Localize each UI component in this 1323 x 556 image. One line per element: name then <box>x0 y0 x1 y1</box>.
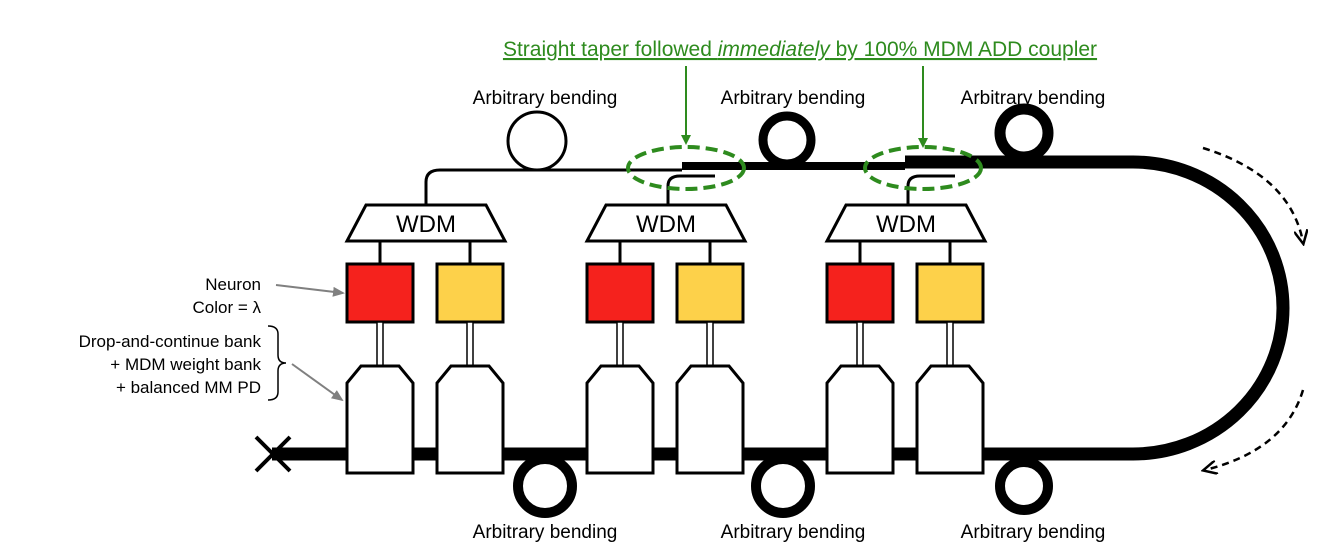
bank-legend-brace <box>267 325 287 401</box>
neuron-red-3 <box>825 262 895 324</box>
taper-annotation-suffix: by 100% MDM ADD coupler <box>830 38 1097 61</box>
bank-legend-arrow <box>291 363 344 402</box>
top-bending-label-3: Arbitrary bending <box>961 88 1106 109</box>
top-bus-thin <box>424 168 682 205</box>
flow-arrow-upper <box>1202 146 1303 242</box>
weight-bank-red-2 <box>585 364 655 475</box>
weight-bank-yellow-2 <box>675 364 745 475</box>
taper-annotation: Straight taper followed immediately by 1… <box>503 38 1097 61</box>
bottom-bending-label-3: Arbitrary bending <box>961 522 1106 543</box>
top-ring-thick <box>994 103 1054 163</box>
add-coupler-highlight-2 <box>863 145 983 191</box>
bottom-ring-3 <box>995 457 1053 515</box>
neuron-group-1: WDM <box>344 203 508 475</box>
add-coupler-2 <box>906 174 955 205</box>
weight-bank-yellow-1 <box>435 364 505 475</box>
neuron-group-2: WDM <box>584 203 748 475</box>
add-coupler-highlight-1 <box>626 145 746 191</box>
bank-legend-line1: Drop-and-continue bank <box>79 332 262 351</box>
neuron-red-1 <box>345 262 415 324</box>
weight-bank-yellow-3 <box>915 364 985 475</box>
bank-legend-line2: + MDM weight bank <box>110 355 261 374</box>
bottom-ring-1 <box>513 454 577 518</box>
wdm-label-3: WDM <box>876 211 936 238</box>
neuron-legend-line2: Color = λ <box>193 298 262 317</box>
top-ring-medium <box>758 111 816 169</box>
neuron-group-3: WDM <box>824 203 988 475</box>
weight-bank-red-1 <box>345 364 415 475</box>
top-ring-thin <box>506 110 568 172</box>
neuron-red-2 <box>585 262 655 324</box>
wdm-block-2 <box>584 203 748 243</box>
bottom-bending-label-1: Arbitrary bending <box>473 522 618 543</box>
bottom-ring-2 <box>751 454 815 518</box>
top-bending-label-1: Arbitrary bending <box>473 88 618 109</box>
flow-arrow-lower <box>1205 389 1305 470</box>
wdm-label-1: WDM <box>396 211 456 238</box>
weight-bank-red-3 <box>825 364 895 475</box>
wdm-label-2: WDM <box>636 211 696 238</box>
neuron-yellow-3 <box>915 262 985 324</box>
top-bending-label-2: Arbitrary bending <box>721 88 866 109</box>
taper-annotation-prefix: Straight taper followed <box>503 38 718 61</box>
neuron-yellow-1 <box>435 262 505 324</box>
u-turn-waveguide <box>1132 155 1290 461</box>
bus-termination-icon <box>254 435 292 473</box>
neuron-legend-line1: Neuron <box>205 275 261 294</box>
wdm-block-1 <box>344 203 508 243</box>
wdm-block-3 <box>824 203 988 243</box>
neuron-yellow-2 <box>675 262 745 324</box>
taper-annotation-emphasis: immediately <box>718 38 832 61</box>
bank-legend-line3: + balanced MM PD <box>116 378 261 397</box>
bottom-bending-label-2: Arbitrary bending <box>721 522 866 543</box>
neuron-legend-arrow <box>275 284 345 297</box>
